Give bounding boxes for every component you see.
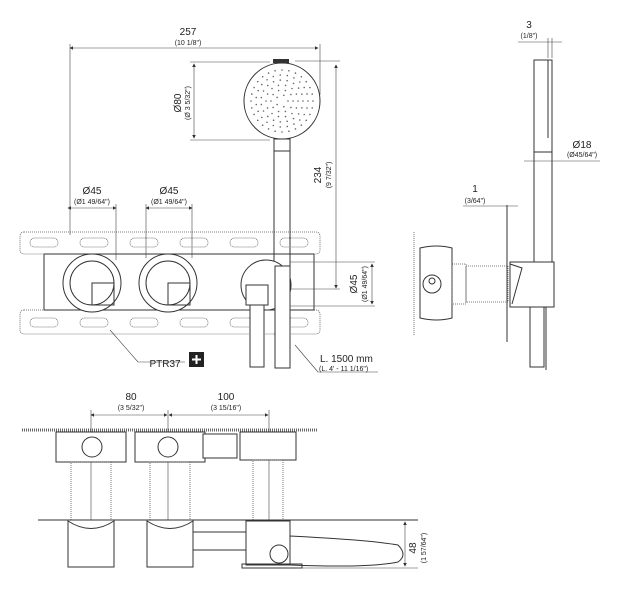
thickness-inch: (1/8")	[521, 33, 538, 40]
valve-left-inch: (Ø1 49/64")	[74, 199, 110, 206]
outlet-diameter-inch: (Ø1 49/64")	[362, 266, 369, 302]
valve-mid	[138, 253, 198, 313]
gap-inch: (3/64")	[465, 198, 486, 205]
handle-diameter-dim: Ø18	[573, 140, 592, 151]
top-view: 80 (3 5/32") 100 (3 15/16") 48 (1 57/64"…	[22, 392, 428, 569]
spacing-1-dim: 80	[125, 392, 137, 403]
handle-diameter-inch: (Ø45/64")	[567, 152, 597, 159]
valve-mid-inch: (Ø1 49/64")	[151, 199, 187, 206]
height-dim-inch: (9 7/32")	[326, 162, 333, 189]
spacing-1-inch: (3 5/32")	[118, 405, 145, 412]
thickness-dim: 3	[526, 20, 532, 31]
shower-head	[243, 59, 321, 267]
width-dim-inch: (10 1/8")	[175, 40, 202, 47]
valve-left	[62, 253, 122, 313]
head-diameter-inch: (Ø 3 5/32")	[185, 86, 192, 120]
part-code: PTR37	[149, 359, 181, 370]
valve-left-dim: Ø45	[83, 186, 102, 197]
hose-length-inch: (L. 4' - 11 1/16")	[319, 366, 368, 373]
front-view: 257 (10 1/8") Ø80 (Ø 3 5/32") 234 (9 7/3…	[19, 27, 378, 373]
outlet-diameter-dim: Ø45	[349, 274, 360, 293]
width-dim: 257	[180, 27, 197, 38]
valve-mid-dim: Ø45	[160, 186, 179, 197]
head-diameter-dim: Ø80	[173, 93, 184, 112]
spacing-2-inch: (3 15/16")	[211, 405, 242, 412]
height-dim: 234	[313, 166, 324, 183]
outlet-holder	[240, 259, 292, 369]
gap-dim: 1	[472, 184, 478, 195]
depth-inch: (1 57/64")	[421, 533, 428, 564]
plus-icon	[189, 352, 204, 367]
hose-length: L. 1500 mm	[320, 354, 373, 365]
spacing-2-dim: 100	[218, 392, 235, 403]
depth-dim: 48	[408, 542, 419, 554]
side-view: 3 (1/8") Ø18 (Ø45/64") 1 (3/64")	[413, 20, 600, 370]
